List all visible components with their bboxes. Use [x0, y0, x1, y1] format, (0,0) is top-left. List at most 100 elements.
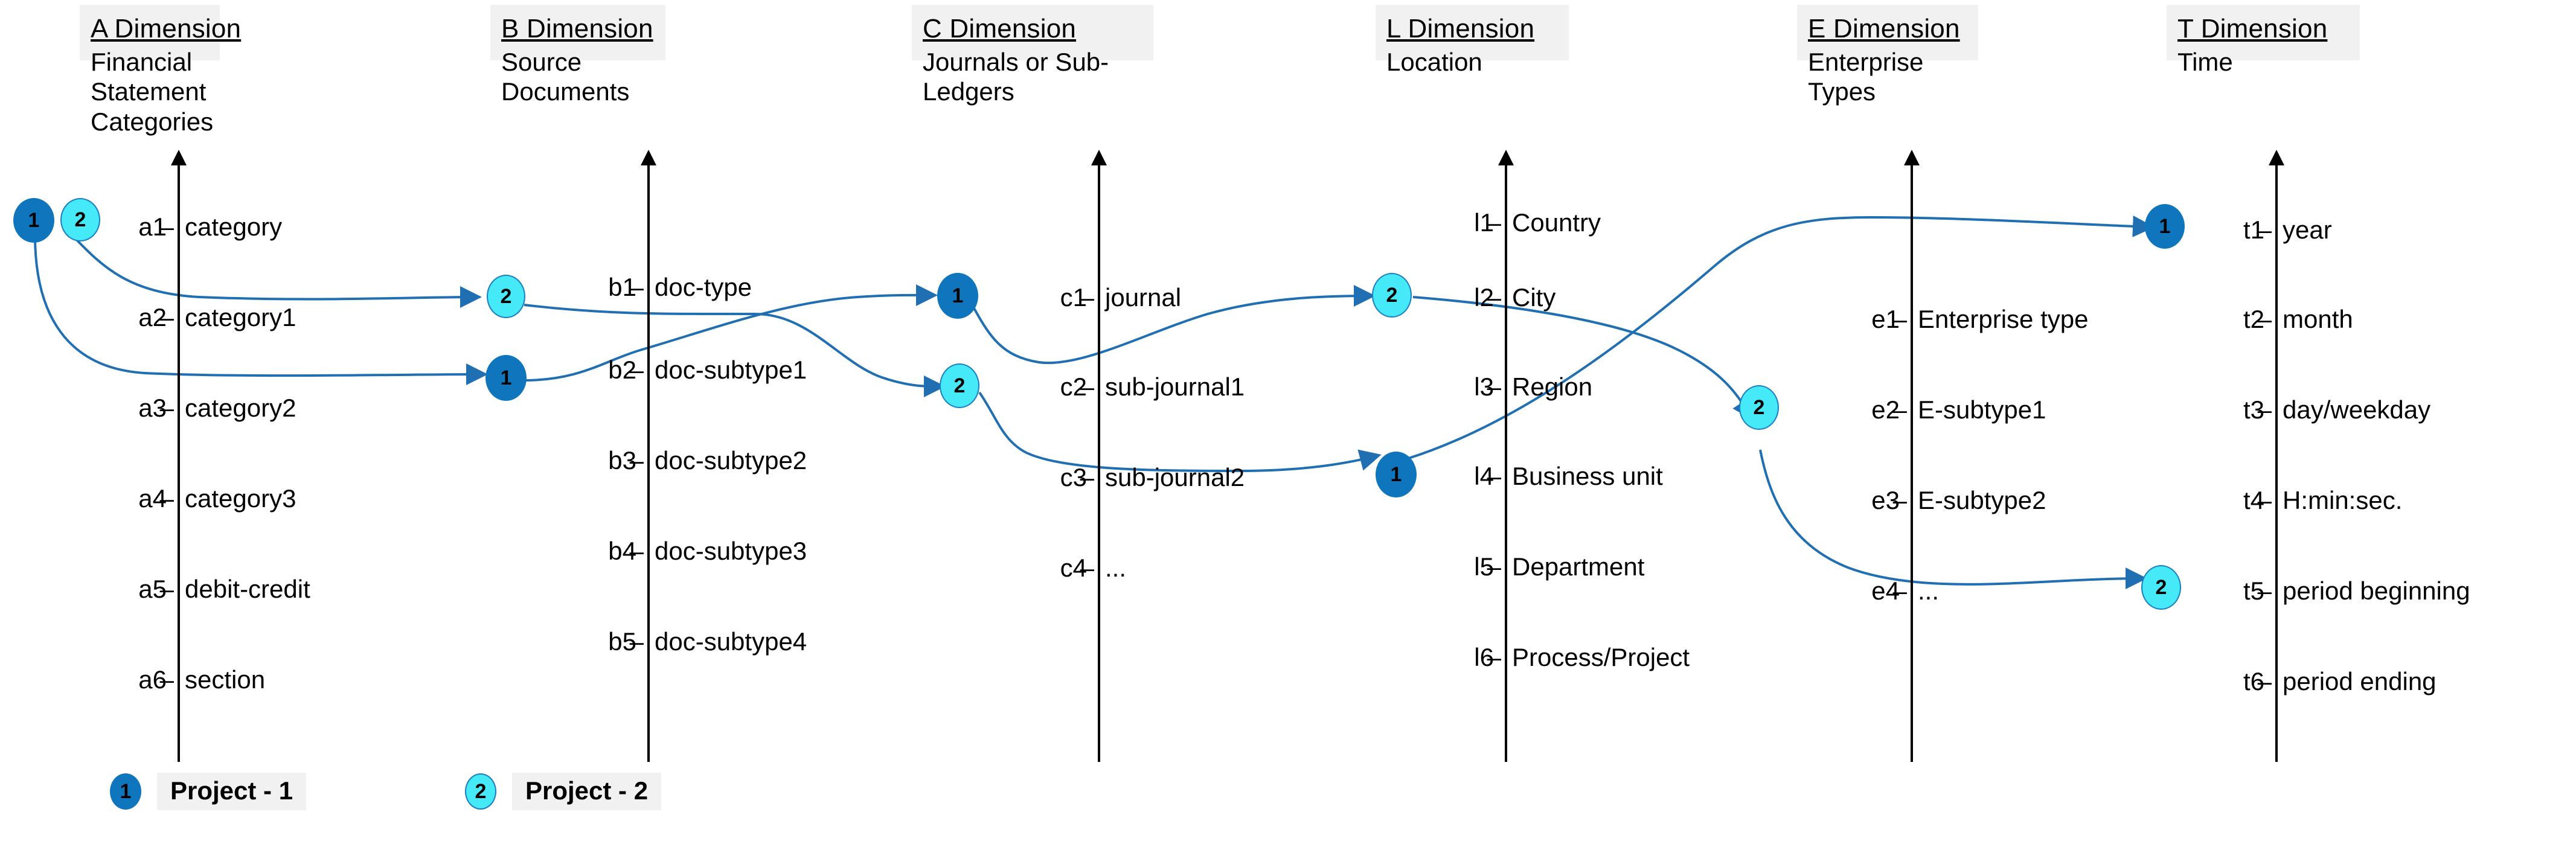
item-code-l2: l2 — [1474, 283, 1494, 312]
dimension-title-l: L Dimension — [1386, 14, 1535, 43]
dash-t5: – — [2257, 577, 2272, 605]
item-name-b3: doc-subtype2 — [655, 446, 807, 475]
flow-c2-to-l4-project1 — [978, 391, 1382, 473]
item-name-a4: category3 — [185, 484, 296, 513]
item-name-l3: Region — [1512, 372, 1593, 401]
item-name-a5: debit-credit — [185, 575, 310, 603]
legend-label-project-2: Project - 2 — [512, 773, 662, 810]
item-code-b4: b4 — [608, 537, 636, 565]
dash-e4: – — [1892, 577, 1907, 605]
item-name-t1: year — [2283, 216, 2332, 244]
dimension-header-c: C Dimension Journals or Sub-Ledgers — [912, 5, 1153, 106]
item-code-t6: t6 — [2243, 667, 2264, 695]
item-code-b1: b1 — [608, 273, 636, 301]
dimension-subtitle-e: Enterprise Types — [1808, 47, 1924, 106]
badge-project2-c2[interactable]: 2 — [940, 363, 979, 408]
item-code-e2: e2 — [1871, 395, 1900, 424]
item-name-b2: doc-subtype1 — [655, 356, 807, 384]
badge-label: 2 — [1753, 395, 1765, 419]
item-name-t5: period beginning — [2283, 577, 2470, 605]
item-code-b3: b3 — [608, 446, 636, 475]
axis-line-e — [1911, 164, 1913, 762]
dimension-title-e: E Dimension — [1808, 14, 1960, 43]
dimension-subtitle-a: Financial Statement Categories — [91, 47, 214, 136]
item-name-l1: Country — [1512, 208, 1601, 237]
item-code-a4: a4 — [138, 484, 167, 513]
item-name-c2: sub-journal1 — [1105, 372, 1245, 401]
legend-item-project-1[interactable]: 1 Project - 1 — [110, 773, 307, 810]
dash-t2: – — [2257, 305, 2272, 333]
axis-line-l — [1505, 164, 1507, 762]
item-name-b1: doc-type — [655, 273, 752, 301]
dash-l3: – — [1487, 372, 1501, 401]
badge-label: 1 — [500, 366, 512, 389]
badge-label: 1 — [2159, 214, 2171, 238]
item-code-c1: c1 — [1060, 283, 1087, 312]
dash-e1: – — [1892, 305, 1907, 333]
legend-item-project-2[interactable]: 2 Project - 2 — [465, 773, 662, 810]
badge-project1-t1[interactable]: 1 — [2145, 204, 2185, 249]
badge-project1-l4[interactable]: 1 — [1376, 452, 1417, 497]
badge-project1-b2[interactable]: 1 — [485, 355, 527, 401]
badge-project2-l2[interactable]: 2 — [1372, 273, 1412, 318]
item-code-l6: l6 — [1474, 643, 1494, 671]
item-code-e1: e1 — [1871, 305, 1900, 333]
item-name-e4: ... — [1918, 577, 1940, 605]
dimension-title-b: B Dimension — [501, 14, 653, 43]
badge-label: 1 — [1390, 462, 1402, 486]
dash-t3: – — [2257, 395, 2272, 424]
item-name-e2: E-subtype1 — [1918, 395, 2046, 424]
item-name-b5: doc-subtype4 — [655, 627, 807, 656]
badge-label: 1 — [28, 208, 40, 232]
dimension-header-b: B Dimension Source Documents — [490, 5, 665, 106]
dash-t6: – — [2257, 667, 2272, 695]
item-name-e1: Enterprise type — [1918, 305, 2089, 333]
axis-arrow-b — [641, 150, 656, 165]
dash-l6: – — [1487, 643, 1501, 671]
item-code-e4: e4 — [1871, 577, 1900, 605]
badge-project1-c1[interactable]: 1 — [937, 273, 978, 319]
dash-c1: – — [1080, 283, 1094, 312]
item-name-a6: section — [185, 665, 266, 694]
dash-a3: – — [159, 394, 174, 422]
dash-a1: – — [159, 213, 174, 241]
item-name-l2: City — [1512, 283, 1556, 312]
dash-l1: – — [1487, 208, 1501, 237]
badge-label: 2 — [1386, 283, 1398, 307]
item-name-a2: category1 — [185, 303, 296, 331]
item-code-e3: e3 — [1871, 486, 1900, 514]
dash-l4: – — [1487, 462, 1501, 490]
dash-e3: – — [1892, 486, 1907, 514]
dash-e2: – — [1892, 395, 1907, 424]
dash-l5: – — [1487, 552, 1501, 581]
dash-a6: – — [159, 665, 174, 694]
item-name-l4: Business unit — [1512, 462, 1663, 490]
item-name-l5: Department — [1512, 552, 1645, 581]
item-code-a5: a5 — [138, 575, 167, 603]
dash-b3: – — [629, 446, 644, 475]
badge-project2-a1[interactable]: 2 — [60, 198, 100, 241]
legend-badge-label: 2 — [475, 779, 487, 803]
dimension-subtitle-c: Journals or Sub-Ledgers — [923, 47, 1109, 106]
dimension-header-a: A Dimension Financial Statement Categori… — [80, 5, 241, 136]
legend-label-project-1: Project - 1 — [157, 773, 307, 810]
axis-arrow-a — [171, 150, 187, 165]
dash-t1: – — [2257, 216, 2272, 244]
badge-project2-b1[interactable]: 2 — [487, 275, 525, 318]
legend-badge-project-1: 1 — [110, 773, 141, 810]
item-name-c4: ... — [1105, 554, 1127, 582]
item-code-a2: a2 — [138, 303, 167, 331]
item-code-b5: b5 — [608, 627, 636, 656]
badge-label: 2 — [500, 284, 512, 308]
badge-label: 2 — [2155, 575, 2167, 599]
dash-a4: – — [159, 484, 174, 513]
flow-e2-to-t5-project2 — [1759, 449, 2147, 590]
dimension-title-t: T Dimension — [2177, 14, 2328, 43]
item-name-t6: period ending — [2283, 667, 2437, 695]
badge-project2-e2[interactable]: 2 — [1739, 385, 1779, 430]
item-code-l5: l5 — [1474, 552, 1494, 581]
badge-project2-t5[interactable]: 2 — [2141, 565, 2181, 610]
dash-b1: – — [629, 273, 644, 301]
badge-project1-a1[interactable]: 1 — [13, 198, 54, 243]
